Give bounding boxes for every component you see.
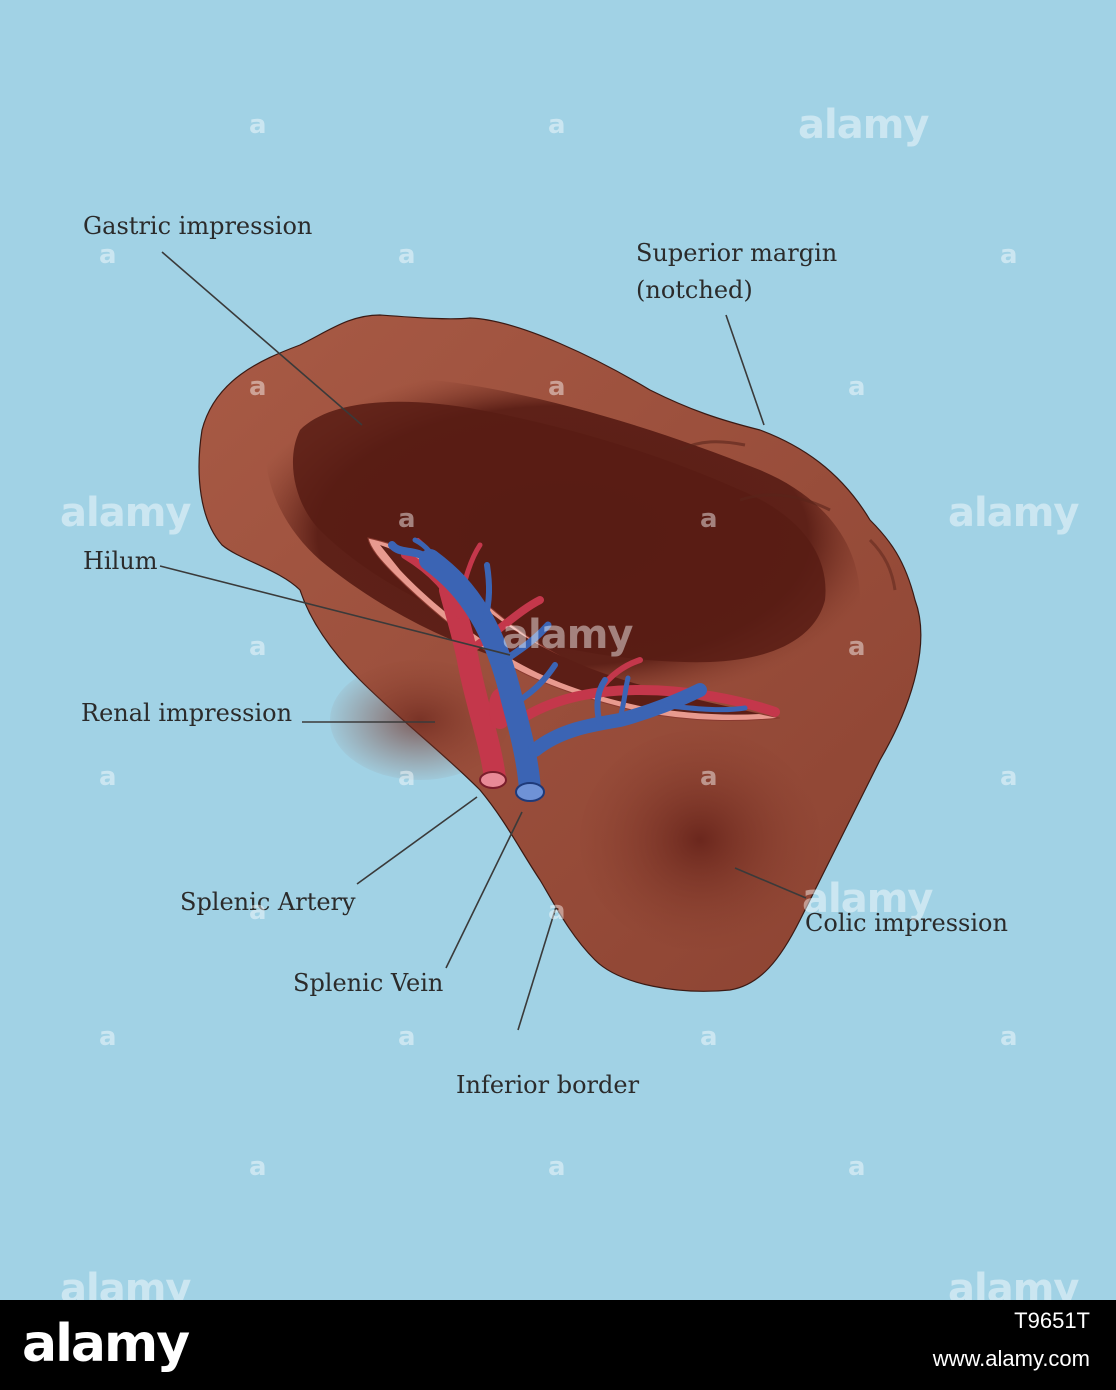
watermark-mark: a bbox=[249, 1152, 267, 1182]
leader-gastric bbox=[161, 251, 363, 426]
notch-3 bbox=[868, 538, 897, 591]
watermark: alamy bbox=[798, 102, 929, 148]
watermark-mark: a bbox=[249, 372, 267, 402]
watermark-mark: a bbox=[548, 1152, 566, 1182]
notch-2 bbox=[739, 493, 831, 512]
watermark-mark: a bbox=[1000, 240, 1018, 270]
label-gastric-impression: Gastric impression bbox=[83, 212, 313, 240]
label-splenic-artery: Splenic Artery bbox=[180, 888, 356, 916]
splenic-artery-opening bbox=[479, 771, 507, 789]
label-inferior-border: Inferior border bbox=[456, 1071, 640, 1099]
watermark: alamy bbox=[502, 612, 633, 658]
watermark-mark: a bbox=[548, 372, 566, 402]
watermark-mark: a bbox=[249, 632, 267, 662]
label-renal-impression: Renal impression bbox=[81, 699, 293, 727]
watermark-mark: a bbox=[249, 110, 267, 140]
leader-hilum bbox=[159, 565, 511, 656]
leader-splenic-vein bbox=[445, 811, 523, 969]
leader-inferior bbox=[517, 906, 557, 1031]
label-colic-impression: Colic impression bbox=[805, 909, 1008, 937]
label-hilum: Hilum bbox=[83, 547, 158, 575]
colic-impression-area bbox=[580, 730, 820, 950]
splenic-vein-opening bbox=[515, 782, 545, 802]
watermark-mark: a bbox=[398, 1022, 416, 1052]
watermark-mark: a bbox=[848, 372, 866, 402]
watermark-mark: a bbox=[1000, 762, 1018, 792]
watermark-mark: a bbox=[249, 896, 267, 926]
notch-1 bbox=[679, 440, 746, 452]
spleen-illustration bbox=[159, 251, 922, 1031]
leader-splenic-artery bbox=[356, 796, 478, 885]
watermark: alamy bbox=[948, 490, 1079, 536]
leader-lines bbox=[159, 251, 807, 1031]
watermark-mark: a bbox=[1000, 1022, 1018, 1052]
watermark-mark: a bbox=[548, 896, 566, 926]
footer-logo: alamy bbox=[22, 1314, 190, 1374]
watermark-mark: a bbox=[548, 110, 566, 140]
watermark-mark: a bbox=[398, 762, 416, 792]
watermark-mark: a bbox=[99, 240, 117, 270]
footer-bar: alamy T9651T www.alamy.com bbox=[0, 1300, 1116, 1390]
label-superior-margin: Superior margin bbox=[636, 239, 838, 267]
watermark-mark: a bbox=[700, 504, 718, 534]
watermark: alamy bbox=[60, 490, 191, 536]
watermark-mark: a bbox=[848, 1152, 866, 1182]
leader-superior bbox=[725, 314, 765, 426]
watermark-mark: a bbox=[700, 1022, 718, 1052]
footer-url: www.alamy.com bbox=[932, 1346, 1090, 1371]
watermark-mark: a bbox=[99, 762, 117, 792]
watermark-mark: a bbox=[848, 632, 866, 662]
leader-colic bbox=[734, 867, 807, 899]
watermark: alamy bbox=[802, 876, 933, 922]
watermark-mark: a bbox=[398, 504, 416, 534]
label-superior-margin-notched: (notched) bbox=[636, 276, 753, 304]
watermark-mark: a bbox=[700, 762, 718, 792]
watermark-mark: a bbox=[398, 240, 416, 270]
splenic-vein-vessels bbox=[388, 537, 748, 801]
watermark-mark: a bbox=[99, 1022, 117, 1052]
image-id: T9651T bbox=[1014, 1308, 1090, 1333]
label-splenic-vein: Splenic Vein bbox=[293, 969, 444, 997]
